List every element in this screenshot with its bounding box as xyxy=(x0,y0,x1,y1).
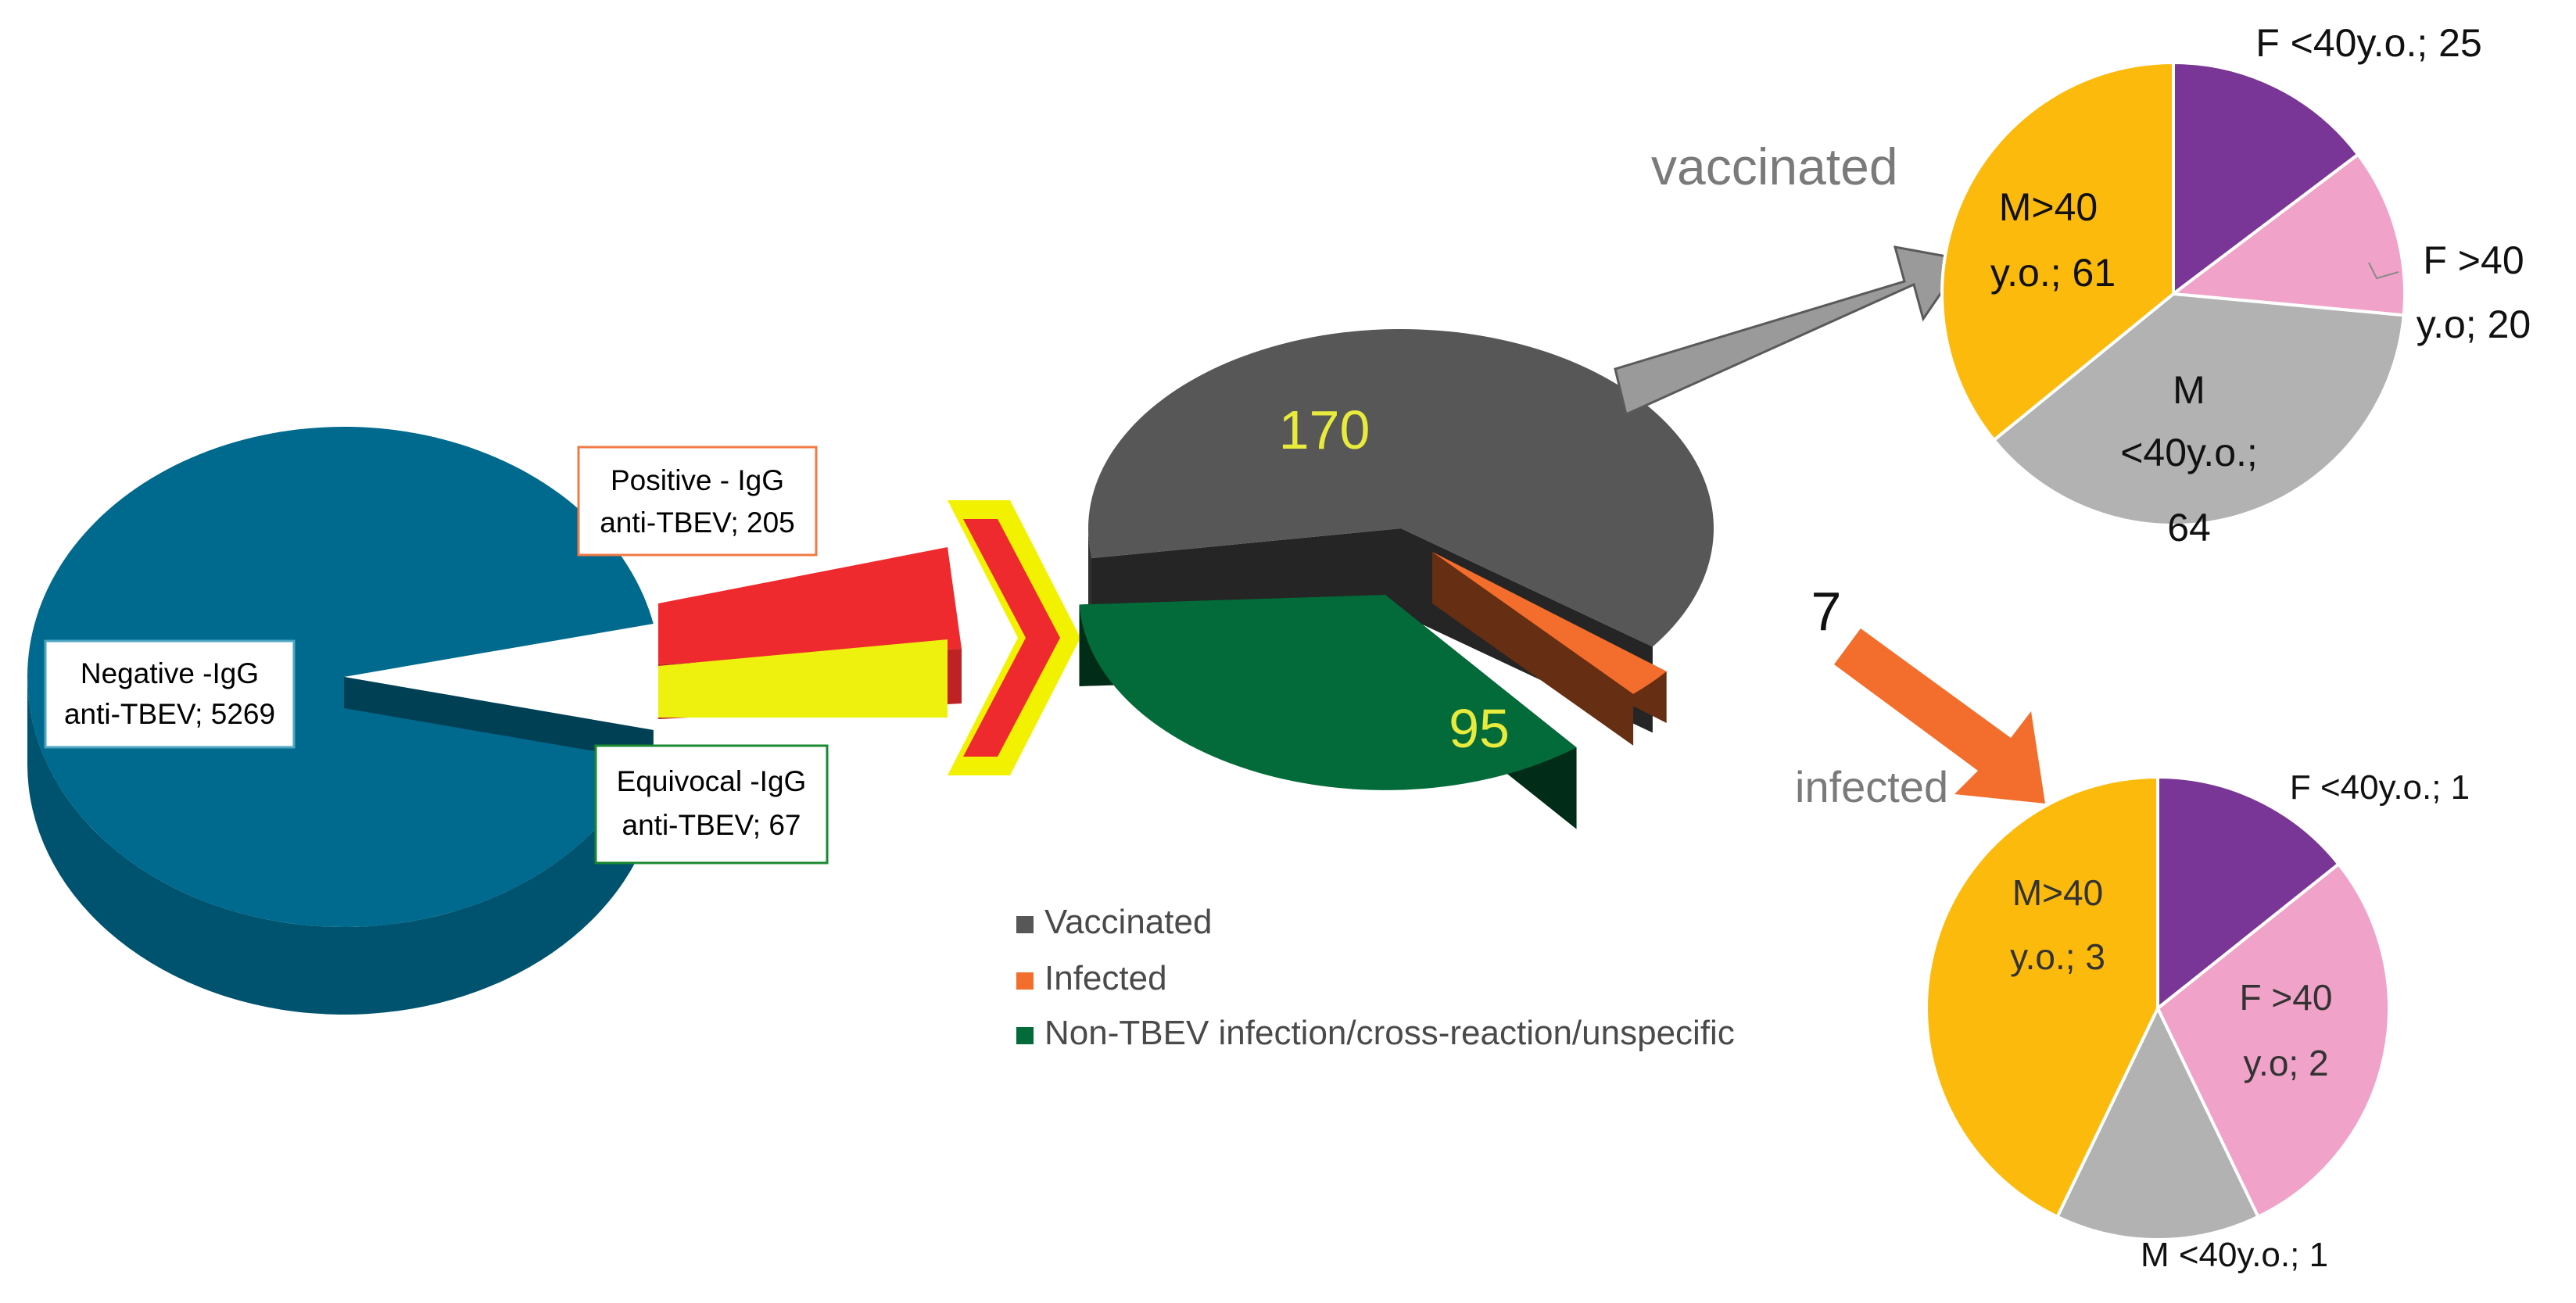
vaccinated-slice-m-40y-o xyxy=(1991,292,2406,527)
negative-slice-side xyxy=(27,677,654,1015)
vacc-label-f-over-40-line-1: F >40 xyxy=(2423,238,2524,282)
infected-slice-m-40y-o xyxy=(2055,1004,2261,1241)
legend-label-non-tbev: Non-TBEV infection/cross-reaction/unspec… xyxy=(1044,1014,1735,1052)
screening-pie xyxy=(27,427,962,1015)
vacc-label-m-over-40-line-1: M>40 xyxy=(1999,185,2098,229)
positive-label-line-1: Positive - IgG xyxy=(611,464,784,496)
positive-label: Positive - IgG anti-TBEV; 205 xyxy=(577,446,818,557)
legend-swatch-vaccinated xyxy=(1016,916,1034,933)
equivocal-label-line-1: Equivocal -IgG xyxy=(617,765,807,797)
inf-label-f-under-40: F <40y.o.; 1 xyxy=(2290,768,2470,807)
vacc-label-m-under-40-line-1: M xyxy=(2173,368,2205,412)
infected-pie xyxy=(1925,775,2391,1241)
data-label-infected: 7 xyxy=(1811,581,1842,642)
inf-label-f-over-40-line-2: y.o; 2 xyxy=(2243,1043,2328,1083)
arrow-to-infected-icon xyxy=(1834,628,2045,804)
chevron-arrow-icon xyxy=(948,500,1080,775)
inf-label-m-over-40-line-2: y.o.; 3 xyxy=(2010,936,2105,977)
screening-slice-equivocal xyxy=(658,639,948,718)
legend-label-infected: Infected xyxy=(1044,959,1167,997)
infected-annotation: infected xyxy=(1795,762,1948,811)
screening-slice-positive xyxy=(658,547,962,664)
infected-slice-m-40-y-o xyxy=(1925,775,2159,1219)
classification-slice-vaccinated-top xyxy=(1088,328,1714,647)
vacc-label-f-over-40-line-2: y.o; 20 xyxy=(2417,302,2531,346)
inf-label-f-over-40-line-1: F >40 xyxy=(2240,977,2333,1018)
negative-slice-cut xyxy=(344,677,654,762)
vaccinated-pie xyxy=(1940,60,2407,527)
screening-slice-negative xyxy=(27,427,654,927)
vacc-label-f-under-40: F <40y.o.; 25 xyxy=(2255,21,2482,65)
equivocal-label-line-2: anti-TBEV; 67 xyxy=(622,809,801,841)
inf-label-m-under-40: M <40y.o.; 1 xyxy=(2141,1236,2328,1274)
vacc-label-m-over-40-line-2: y.o.; 61 xyxy=(1990,251,2116,295)
vaccinated-labels: F <40y.o.; 25 F >40 y.o; 20 M <40y.o.; 6… xyxy=(1990,21,2531,549)
vaccinated-slice-m-40-y-o xyxy=(1940,60,2175,442)
vacc-label-m-under-40-line-2: <40y.o.; xyxy=(2120,431,2258,474)
legend-label-vaccinated: Vaccinated xyxy=(1044,903,1212,941)
arrow-to-vaccinated-icon xyxy=(1614,245,1966,417)
vaccinated-slice-f-40-y-o xyxy=(2169,152,2407,317)
infected-slice-f-40y-o xyxy=(2156,775,2341,1012)
data-label-vaccinated: 170 xyxy=(1279,399,1370,460)
positive-label-line-2: anti-TBEV; 205 xyxy=(600,507,795,539)
infected-labels: F <40y.o.; 1 F >40 y.o; 2 M <40y.o.; 1 M… xyxy=(2010,768,2470,1274)
vacc-label-m-under-40-line-3: 64 xyxy=(2167,506,2211,549)
vaccinated-slice-f-40y-o xyxy=(2172,60,2361,298)
equivocal-label: Equivocal -IgG anti-TBEV; 67 xyxy=(594,744,829,864)
negative-label: Negative -IgG anti-TBEV; 5269 xyxy=(44,639,296,749)
vaccinated-annotation: vaccinated xyxy=(1651,138,1898,195)
legend-swatch-non-tbev xyxy=(1016,1027,1034,1044)
classification-slice-non-tbev-top xyxy=(1079,595,1577,790)
data-label-non-tbev: 95 xyxy=(1449,698,1510,759)
inf-label-m-over-40-line-1: M>40 xyxy=(2012,872,2103,913)
legend-swatch-infected xyxy=(1016,972,1034,990)
negative-label-line-1: Negative -IgG xyxy=(81,657,259,689)
negative-label-line-2: anti-TBEV; 5269 xyxy=(64,698,275,730)
classification-pie: 170 7 95 xyxy=(1079,328,1842,829)
classification-slice-infected-top xyxy=(1432,552,1667,694)
infected-slice-f-40-y-o xyxy=(2155,861,2391,1219)
classification-slice-infected-cut-1 xyxy=(1432,552,1634,746)
classification-legend: Vaccinated Infected Non-TBEV infection/c… xyxy=(1016,903,1735,1052)
